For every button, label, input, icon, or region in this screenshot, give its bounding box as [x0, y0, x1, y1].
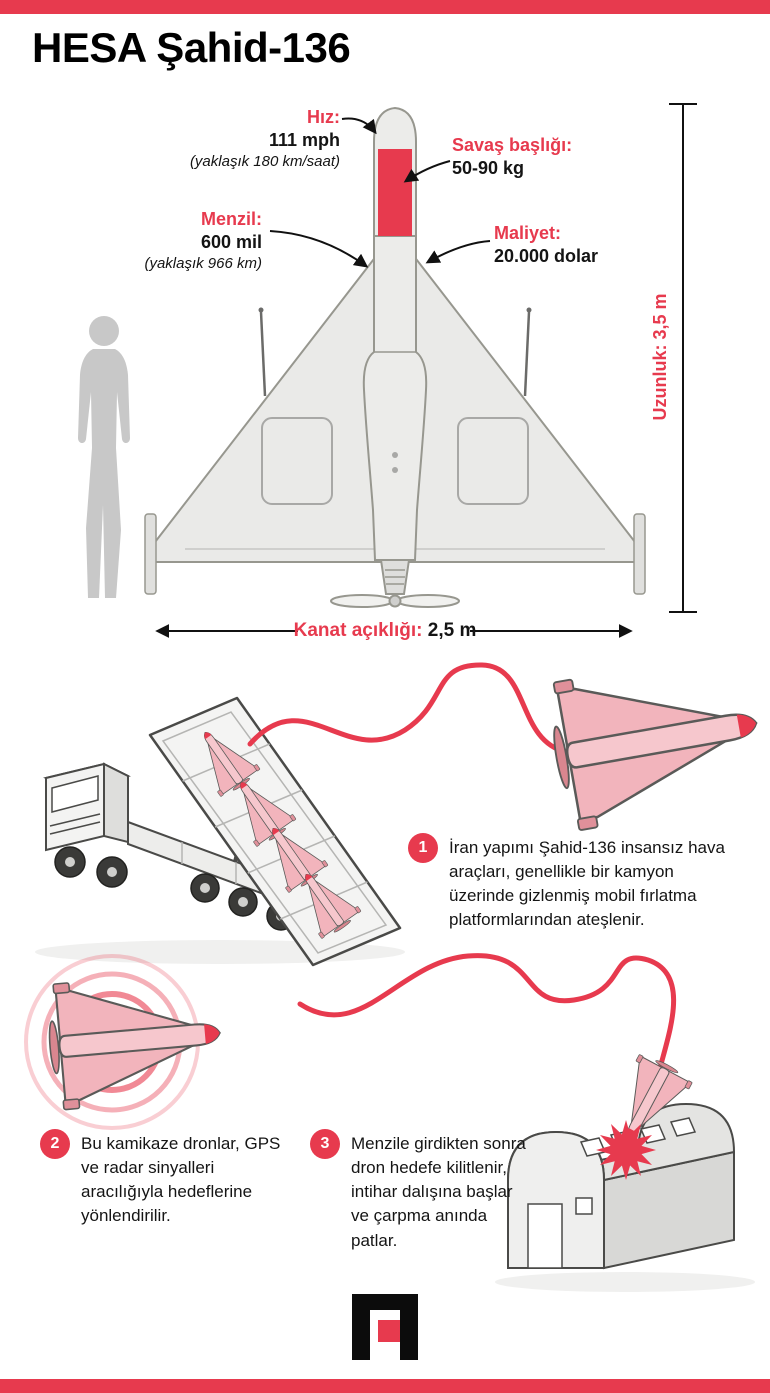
step-2: 2 Bu kamikaze dronlar, GPS ve radar siny… [40, 1129, 298, 1229]
length-dimension-line [669, 103, 697, 613]
spec-length-label: Uzunluk: [650, 344, 670, 421]
spec-length: Uzunluk: 3,5 m [650, 272, 672, 442]
spec-cost-label: Maliyet: [494, 223, 562, 243]
target-building-illustration [495, 1102, 755, 1292]
step-1-number-badge: 1 [408, 833, 438, 863]
step-3-text: Menzile girdikten sonra dron hedefe kili… [351, 1134, 526, 1250]
spec-wingspan: Kanat açıklığı: 2,5 m [235, 620, 535, 642]
warhead-highlight [378, 149, 412, 236]
logo-block [352, 1294, 370, 1360]
spec-range-label: Menzil: [201, 209, 262, 229]
step-1-text: İran yapımı Şahid-136 insansız hava araç… [449, 838, 725, 930]
spec-wingspan-value: 2,5 m [427, 620, 477, 641]
launch-path-line [247, 662, 569, 755]
spec-warhead: Savaş başlığı: 50-90 kg [452, 134, 687, 180]
spec-speed: Hız: 111 mph (yaklaşık 180 km/saat) [128, 106, 340, 171]
step-2-number-badge: 2 [40, 1129, 70, 1159]
spec-warhead-value: 50-90 kg [452, 158, 525, 179]
step-3: 3 Menzile girdikten sonra dron hedefe ki… [310, 1129, 528, 1253]
spec-wingspan-label: Kanat açıklığı: [293, 620, 423, 641]
top-red-bar [0, 0, 770, 14]
page-title: HESA Şahid-136 [32, 24, 351, 71]
label-arrows [269, 117, 491, 268]
guidance-path-line [297, 953, 676, 1071]
publisher-logo [352, 1294, 418, 1360]
spec-range-note: (yaklaşık 966 km) [144, 255, 262, 273]
spec-warhead-label: Savaş başlığı: [452, 135, 573, 155]
logo-block [378, 1320, 400, 1342]
step-2-text: Bu kamikaze dronlar, GPS ve radar sinyal… [81, 1134, 281, 1226]
truck-launcher-illustration [35, 696, 405, 967]
spec-cost: Maliyet: 20.000 dolar [494, 222, 729, 268]
spec-range: Menzil: 600 mil (yaklaşık 966 km) [50, 208, 262, 273]
spec-range-value: 600 mil [200, 232, 262, 253]
spec-speed-value: 111 mph [268, 130, 340, 151]
explosion-burst [596, 1120, 656, 1180]
guided-drone-illustration [43, 969, 227, 1112]
drone-top-view-illustration [144, 106, 646, 608]
logo-block [400, 1310, 418, 1360]
human-silhouette [78, 316, 130, 598]
spec-length-value: 3,5 m [650, 293, 670, 340]
step-1: 1 İran yapımı Şahid-136 insansız hava ar… [408, 833, 740, 933]
spec-speed-label: Hız: [307, 107, 340, 127]
spec-cost-value: 20.000 dolar [494, 246, 599, 267]
step-3-number-badge: 3 [310, 1129, 340, 1159]
launched-drone-illustration [542, 647, 770, 834]
spec-speed-note: (yaklaşık 180 km/saat) [189, 153, 340, 171]
logo-block [370, 1294, 418, 1310]
bottom-red-bar [0, 1379, 770, 1393]
